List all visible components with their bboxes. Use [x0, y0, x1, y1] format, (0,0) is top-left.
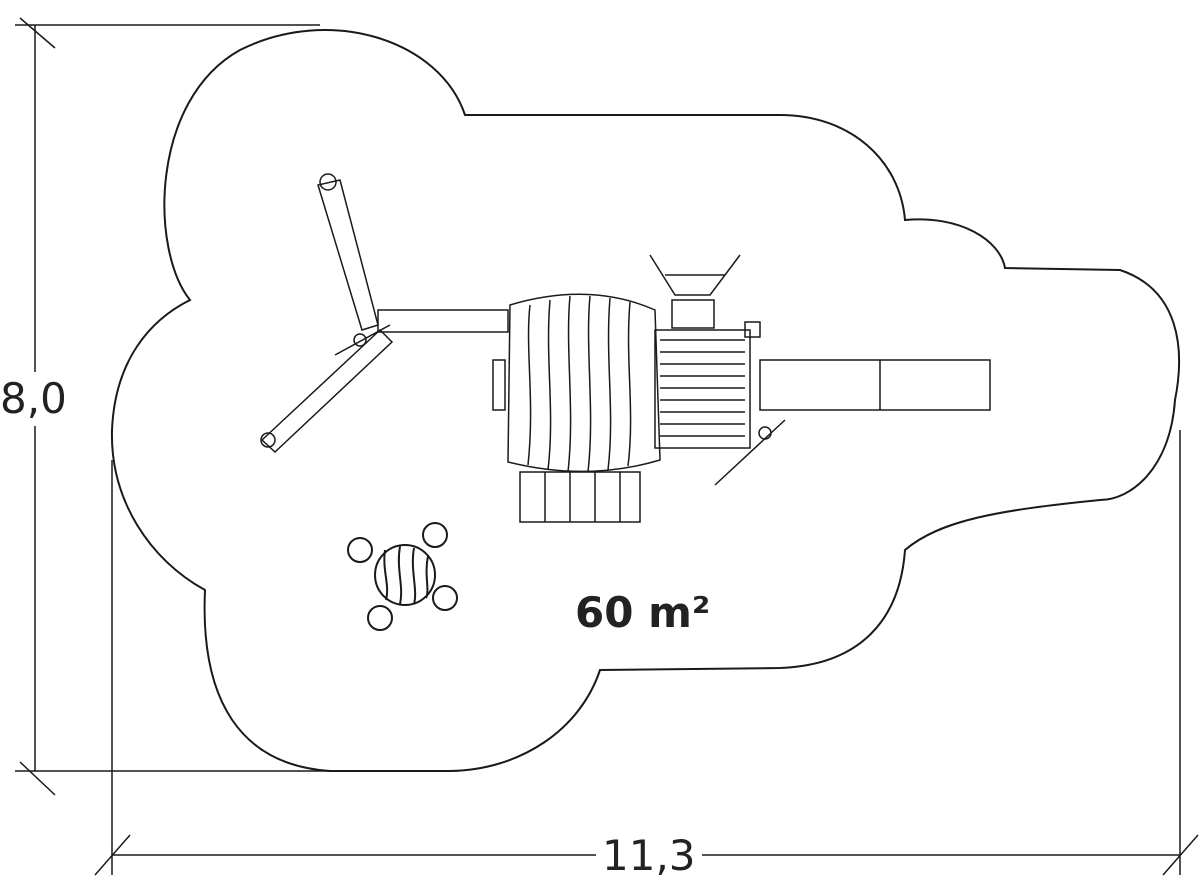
height-dimension-label: 8,0 [0, 372, 67, 426]
area-label: 60 m² [575, 588, 711, 637]
safety-zone-outline [110, 29, 1180, 772]
table-with-stools [347, 522, 458, 631]
slide [714, 321, 991, 486]
platform [649, 254, 751, 449]
dimension-lines [15, 17, 1199, 876]
tower-roof [492, 293, 661, 523]
bridge [377, 309, 509, 333]
width-dimension-label: 11,3 [596, 835, 702, 877]
climbing-ramp-diagonal [260, 173, 394, 454]
